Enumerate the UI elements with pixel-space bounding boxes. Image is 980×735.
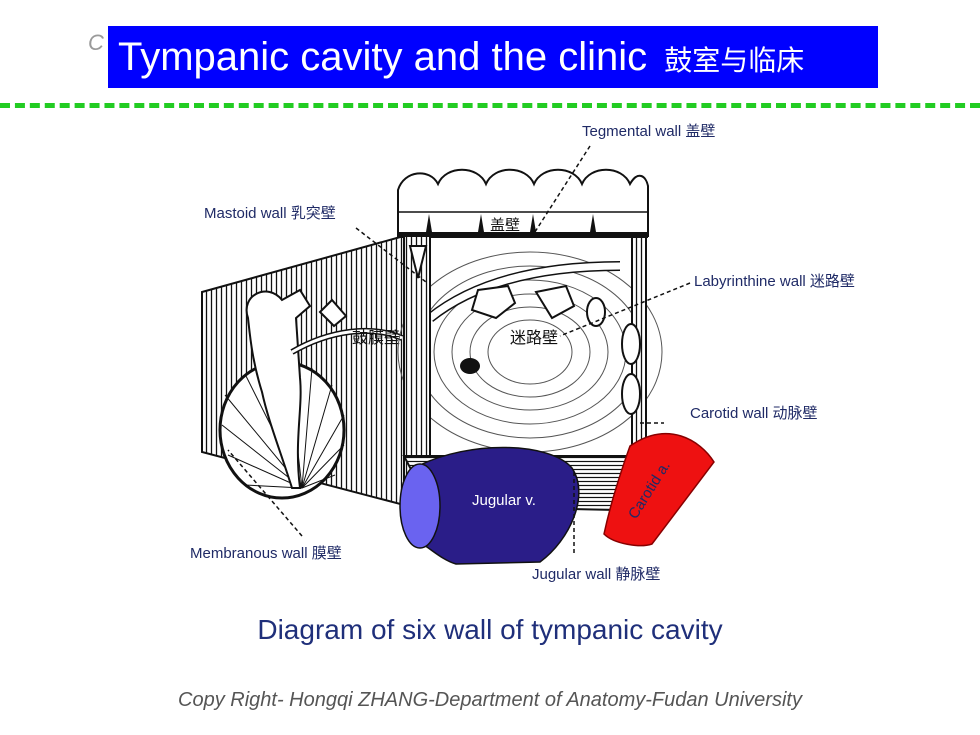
slide-title: Tympanic cavity and the clinic 鼓室与临床 [108,26,878,88]
gai-bi-text: 盖壁 [490,216,520,234]
title-english: Tympanic cavity and the clinic [118,35,648,79]
mastoid-wall-label: Mastoid wall 乳突壁 [204,205,336,222]
labyrinthine-wall-label: Labyrinthine wall 迷路壁 [694,273,855,290]
diagram-caption: Diagram of six wall of tympanic cavity [257,614,723,645]
copyright-footer: Copy Right- Hongqi ZHANG-Department of A… [178,689,802,711]
tegmental-wall-label: Tegmental wall 盖壁 [582,123,716,140]
labyrinthine-back-wall: 迷路壁 [397,235,663,457]
mi-lu-bi-text: 迷路壁 [510,328,558,347]
jugular-vein: Jugular v. [399,446,580,565]
ghost-letter: C [88,30,104,55]
carotid-artery [603,433,715,547]
membranous-wall-panel: 鼓膜壁 [201,234,405,507]
title-chinese: 鼓室与临床 [664,44,805,77]
leader-lines [227,145,691,554]
jugular-wall-label: Jugular wall 静脉壁 [532,566,661,583]
green-dashed-divider [0,103,980,108]
jugular-vein-label: Jugular v. [472,492,536,509]
membranous-wall-label: Membranous wall 膜壁 [190,545,342,562]
tegmental-wall-roof: 盖壁 [397,168,649,238]
gu-mo-bi-text: 鼓膜壁 [352,328,400,347]
carotid-wall-label: Carotid wall 动脉壁 [690,405,818,422]
